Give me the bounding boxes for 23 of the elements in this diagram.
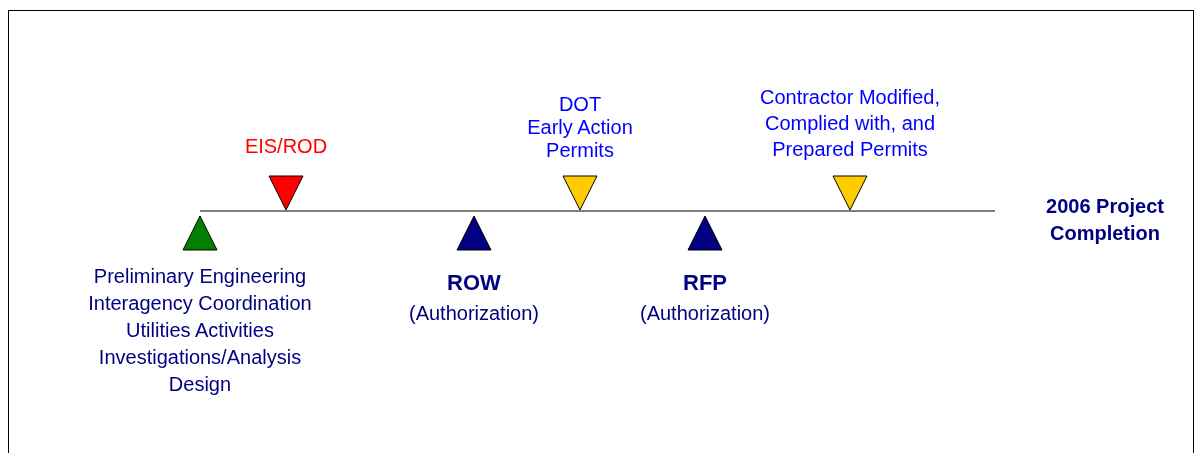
milestone-label: Preliminary Engineering (93, 264, 307, 289)
milestone-label: Investigations/Analysis (98, 345, 302, 370)
milestone-triangle (269, 176, 303, 210)
milestone-label: ROW (447, 269, 501, 297)
milestone-label: DOT (558, 93, 602, 116)
milestone-triangle (833, 176, 867, 210)
milestone-label: Interagency Coordination (88, 291, 312, 316)
milestone-label: Early Action (527, 116, 633, 139)
milestone-label: Utilities Activities (126, 318, 274, 343)
milestone-label: (Authorization) (408, 301, 540, 326)
completion-label: 2006 Project Completion (1045, 194, 1165, 246)
milestone-triangle (457, 216, 491, 250)
milestone-label: Complied with, and (764, 111, 936, 136)
milestone-triangle (563, 176, 597, 210)
milestone-label: Prepared Permits (772, 137, 928, 162)
milestone-triangle (688, 216, 722, 250)
milestone-label: Design (168, 372, 232, 397)
milestone-label: Contractor Modified, (759, 85, 941, 110)
milestone-label: EIS/ROD (244, 134, 328, 159)
milestone-label: (Authorization) (639, 301, 771, 326)
milestone-triangle (183, 216, 217, 250)
milestone-label: Permits (546, 139, 614, 162)
milestone-label: RFP (683, 269, 727, 297)
